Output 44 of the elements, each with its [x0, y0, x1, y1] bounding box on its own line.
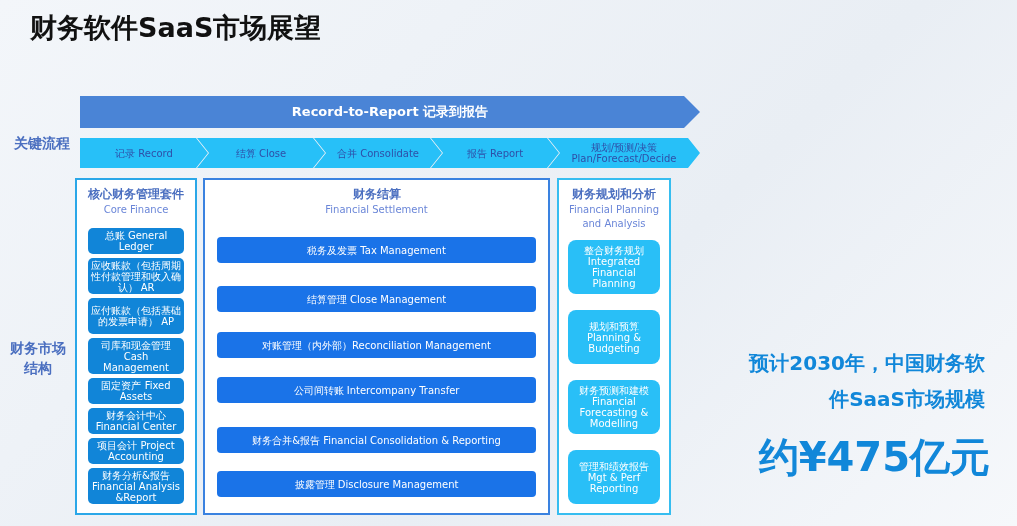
module-box: 结算管理 Close Management [217, 286, 536, 312]
process-banner [80, 96, 700, 128]
panel-subheading: Financial Settlement [324, 203, 429, 217]
banner-title: Record-to-Report 记录到报告 [291, 103, 489, 121]
module-box: 公司间转账 Intercompany Transfer [217, 377, 536, 403]
category-panel [557, 178, 671, 515]
module-box: 对账管理（内外部）Reconciliation Management [217, 332, 536, 358]
process-step [80, 138, 208, 168]
module-box: 税务及发票 Tax Management [217, 237, 536, 263]
module-box: 规划和预算 Planning & Budgeting [568, 310, 660, 364]
panel-subheading: Core Finance [102, 203, 170, 217]
panel-subheading: Financial Planning and Analysis [567, 203, 660, 231]
process-step [548, 138, 700, 168]
module-box: 司库和现金管理 Cash Management [88, 338, 184, 374]
module-box: 固定资产 Fixed Assets [88, 378, 184, 404]
market-size-note: 预计2030年，中国财务软件SaaS市场规模 [747, 350, 985, 413]
step-label: 合并 Consolidate [335, 147, 421, 159]
module-box: 财务会计中心 Financial Center [88, 408, 184, 434]
market-size-figure: 约¥475亿元 [757, 433, 990, 482]
panel-heading: 核心财务管理套件 [88, 186, 184, 203]
step-label: 报告 Report [465, 147, 525, 159]
module-box: 应付账款（包括基础的发票申请） AP [88, 298, 184, 334]
module-box: 财务分析&报告 Financial Analysis &Report [88, 468, 184, 504]
step-label: 结算 Close [234, 147, 288, 159]
module-box: 财务合并&报告 Financial Consolidation & Reporting [217, 427, 536, 453]
process-step [431, 138, 559, 168]
process-step [314, 138, 442, 168]
category-panel [75, 178, 197, 515]
module-box: 财务预测和建模 Financial Forecasting & Modelling [568, 380, 660, 434]
category-panel [203, 178, 550, 515]
section-label: 财务市场结构 [9, 339, 67, 378]
section-label: 关键流程 [14, 135, 71, 153]
panel-heading: 财务结算 [352, 186, 401, 203]
module-box: 管理和绩效报告 Mgt & Perf Reporting [568, 450, 660, 504]
module-box: 项目会计 Project Accounting [88, 438, 184, 464]
module-box: 总账 General Ledger [88, 228, 184, 254]
step-label: 记录 Record [114, 147, 174, 159]
step-label: 规划/预测/决策 Plan/Forecast/Decide [570, 142, 678, 164]
module-box: 应收账款（包括周期性付款管理和收入确认） AR [88, 258, 184, 294]
panel-heading: 财务规划和分析 [572, 186, 656, 203]
module-box: 披露管理 Disclosure Management [217, 471, 536, 497]
module-box: 整合财务规划 Integrated Financial Planning [568, 240, 660, 294]
process-step [197, 138, 325, 168]
page-title: 财务软件SaaS市场展望 [30, 11, 322, 45]
